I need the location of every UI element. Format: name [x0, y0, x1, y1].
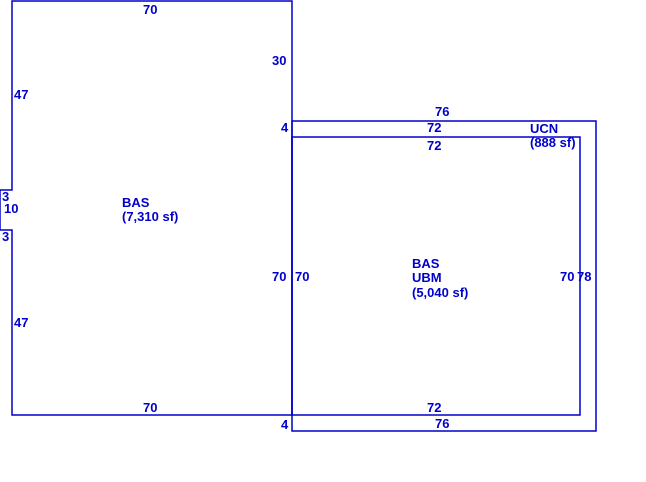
dim-left-step: 4 [281, 120, 289, 135]
bas-right-subcode: UBM [412, 270, 442, 285]
dim-right-east: 70 [560, 269, 574, 284]
dim-ucn-top-inner: 72 [427, 120, 441, 135]
dim-left-notch-upper: 3 [2, 189, 9, 204]
dim-ucn-east: 78 [577, 269, 591, 284]
dim-left-west-lower: 47 [14, 315, 28, 330]
ucn-outline [291, 120, 597, 432]
dim-right-west: 70 [295, 269, 309, 284]
dim-left-bottom-step: 4 [281, 417, 289, 432]
dim-ucn-bottom: 76 [435, 416, 449, 431]
dim-left-notch-lower: 3 [2, 229, 9, 244]
dim-left-notch-depth: 10 [4, 201, 18, 216]
bas-right-code: BAS [412, 256, 440, 271]
dim-left-west-upper: 47 [14, 87, 28, 102]
dim-right-bottom: 72 [427, 400, 441, 415]
dim-right-top: 72 [427, 138, 441, 153]
ucn-size: (888 sf) [530, 135, 576, 150]
bas-right-outline [291, 136, 581, 416]
ucn-code: UCN [530, 121, 558, 136]
bas-right-size: (5,040 sf) [412, 285, 468, 300]
dim-left-upper-side: 30 [272, 53, 286, 68]
bas-left-size: (7,310 sf) [122, 209, 178, 224]
dim-left-top: 70 [143, 2, 157, 17]
dim-ucn-top-outer: 76 [435, 104, 449, 119]
dim-left-bottom: 70 [143, 400, 157, 415]
dim-left-east: 70 [272, 269, 286, 284]
bas-left-code: BAS [122, 195, 150, 210]
